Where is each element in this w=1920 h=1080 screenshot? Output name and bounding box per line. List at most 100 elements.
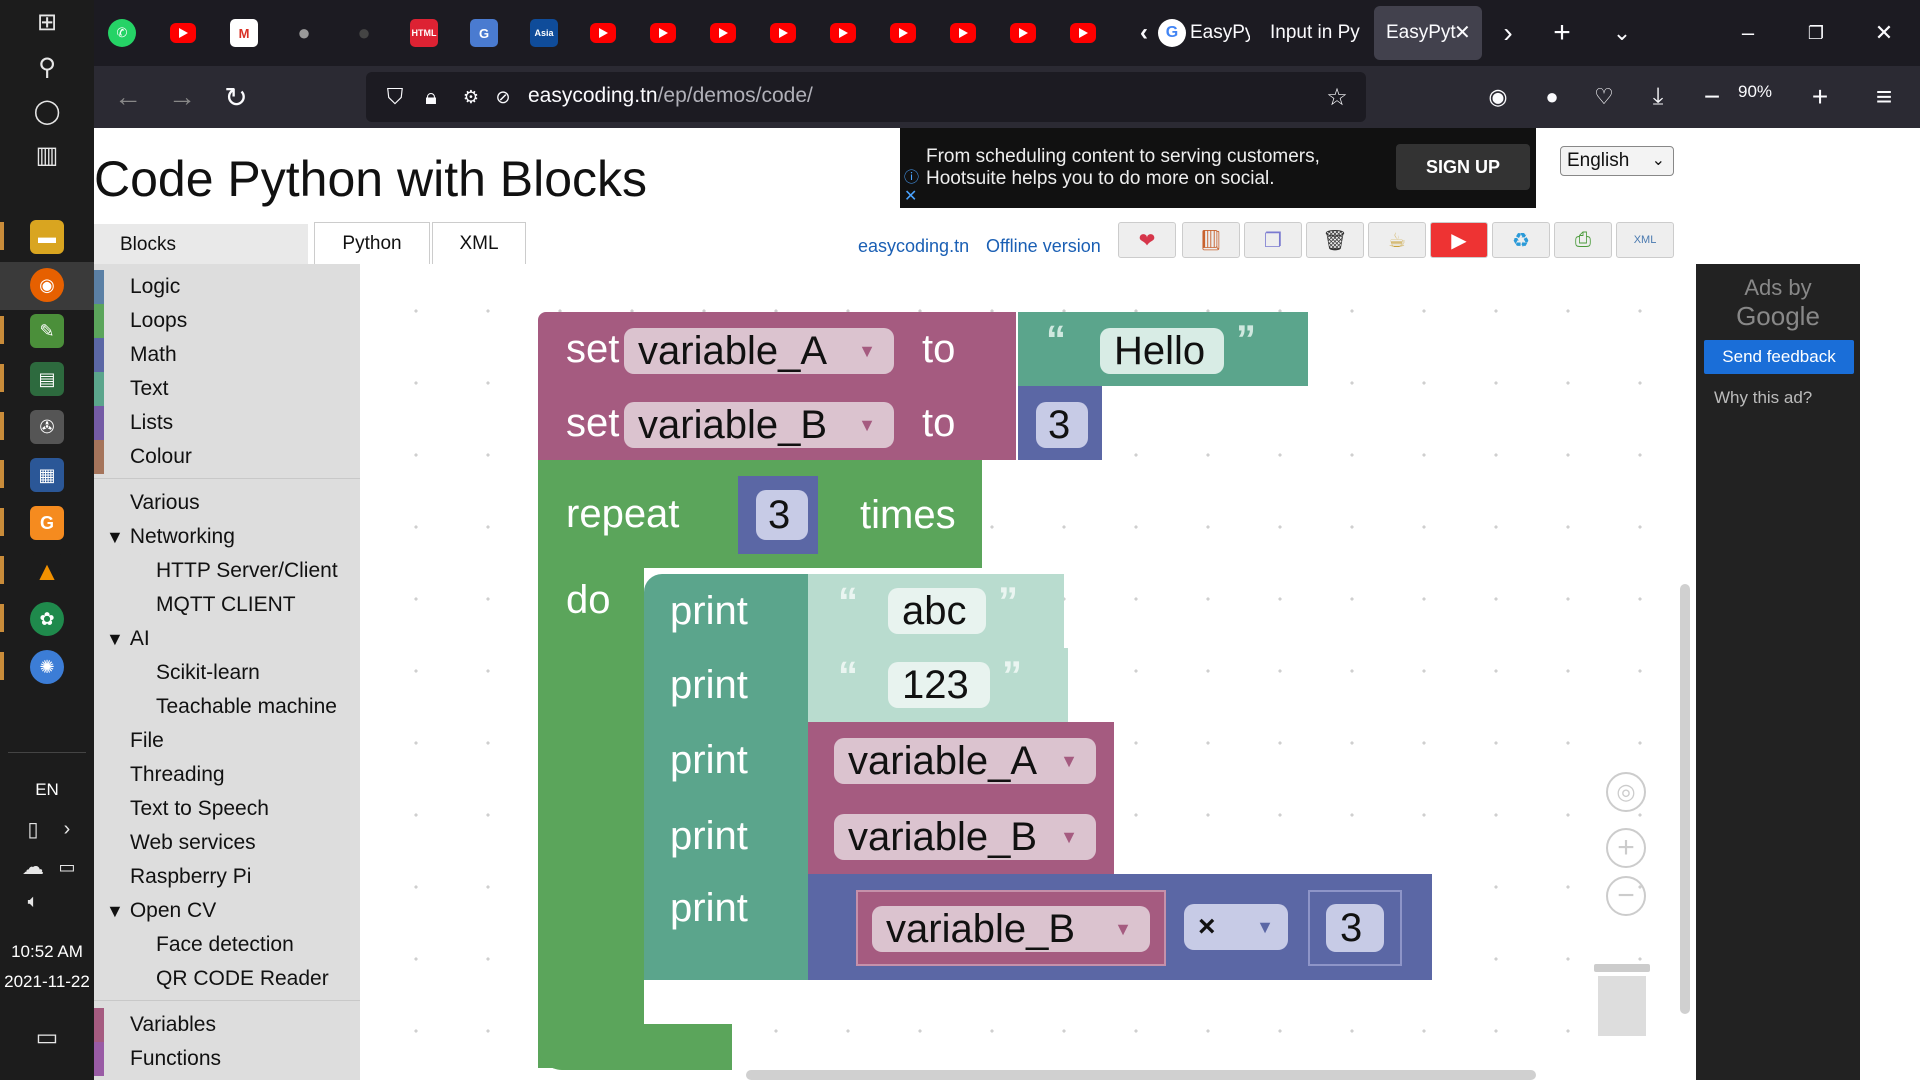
book-icon[interactable]: 📕︎ [1182, 222, 1240, 258]
permissions-icon[interactable]: ⚙ [462, 86, 480, 107]
youtube-tab-icon[interactable] [1010, 23, 1036, 43]
copy-icon[interactable]: ❐ [1244, 222, 1302, 258]
zoom-in-icon[interactable]: + [1606, 828, 1646, 868]
repeat-count-field[interactable]: 3 [756, 490, 808, 540]
variable-b-dropdown[interactable]: variable_B▼ [872, 906, 1150, 952]
menu-icon[interactable]: ≡ [1875, 81, 1893, 112]
new-tab-icon[interactable]: + [1553, 16, 1571, 49]
category-qr-code-reader[interactable]: QR CODE Reader [94, 962, 360, 996]
category-file[interactable]: File [94, 724, 360, 758]
category-scikit-learn[interactable]: Scikit-learn [94, 656, 360, 690]
restore-icon[interactable]: ❐ [1807, 22, 1825, 43]
terminal-icon[interactable]: ▤ [30, 362, 64, 396]
export-xml-icon[interactable]: XML [1616, 222, 1674, 258]
text-field[interactable]: abc [888, 588, 986, 634]
variable-b-dropdown[interactable]: variable_B▼ [834, 814, 1096, 860]
print-block[interactable]: print [644, 874, 808, 980]
print-block[interactable]: print [644, 722, 808, 798]
category-mqtt[interactable]: MQTT CLIENT [94, 588, 360, 622]
ad-banner[interactable]: From scheduling content to serving custo… [900, 128, 1536, 208]
category-variables[interactable]: Variables [94, 1008, 360, 1042]
run-icon[interactable]: ▶ [1430, 222, 1488, 258]
category-ai[interactable]: ▼AI [94, 622, 360, 656]
tab-xml[interactable]: XML [432, 222, 526, 264]
youtube-tab-icon[interactable] [710, 23, 736, 43]
reload-icon[interactable]: ↻ [224, 81, 248, 113]
tab-input-in-py[interactable]: Input in Py [1270, 22, 1360, 43]
language-select[interactable]: English ⌄ [1560, 146, 1674, 176]
lock-icon[interactable]: 🔒︎ [425, 84, 437, 109]
url-text[interactable]: easycoding.tn/ep/demos/code/ [528, 84, 813, 108]
globe-icon[interactable]: ✿ [30, 602, 64, 636]
youtube-tab-icon[interactable] [650, 23, 676, 43]
github-tab-icon[interactable]: ● [357, 20, 371, 45]
zoom-level[interactable]: 90% [1738, 82, 1773, 101]
category-loops[interactable]: Loops [94, 304, 360, 338]
zoom-in-icon[interactable]: + [1811, 81, 1829, 112]
category-text[interactable]: Text [94, 372, 360, 406]
extension-icon[interactable]: ◉ [1488, 84, 1508, 109]
apple-tab-icon[interactable]: ● [297, 20, 311, 45]
notepad-plus-icon[interactable]: ✎ [30, 314, 64, 348]
gmail-tab-icon[interactable]: M [230, 19, 258, 47]
cortana-icon[interactable]: ◯ [33, 97, 61, 125]
back-icon[interactable]: ← [114, 81, 142, 112]
variable-a-dropdown[interactable]: variable_A▼ [624, 328, 894, 374]
category-web-services[interactable]: Web services [94, 826, 360, 860]
google-tab-icon[interactable]: G [1158, 19, 1186, 47]
youtube-tab-icon[interactable] [1070, 23, 1096, 43]
youtube-tab-icon[interactable] [890, 23, 916, 43]
offline-version-link[interactable]: Offline version [986, 236, 1101, 256]
tabs-scroll-left-icon[interactable]: ‹ [1140, 19, 1148, 46]
tabs-scroll-right-icon[interactable]: › [1503, 17, 1513, 48]
app-orange-icon[interactable]: G [30, 506, 64, 540]
category-logic[interactable]: Logic [94, 270, 360, 304]
text-field[interactable]: Hello [1100, 328, 1224, 374]
blockly-workspace[interactable]: set variable_A▼ to “ Hello ” set variabl… [360, 264, 1696, 1080]
extension-icon[interactable]: ● [1545, 84, 1559, 109]
whatsapp-tab-icon[interactable]: ✆ [108, 19, 136, 47]
firefox-icon[interactable]: ◉ [30, 268, 64, 302]
heart-icon[interactable]: ❤ [1118, 222, 1176, 258]
category-math[interactable]: Math [94, 338, 360, 372]
notification-icon[interactable]: ▭ [35, 1023, 59, 1051]
category-various[interactable]: Various [94, 486, 360, 520]
number-field[interactable]: 3 [1326, 904, 1384, 952]
youtube-tab-icon[interactable] [950, 23, 976, 43]
word-icon[interactable]: ▦ [30, 458, 64, 492]
variable-b-dropdown[interactable]: variable_B▼ [624, 402, 894, 448]
zoom-out-icon[interactable]: − [1703, 81, 1721, 112]
trash-icon[interactable] [1594, 964, 1650, 1036]
youtube-tab-icon[interactable] [590, 23, 616, 43]
shield-icon[interactable]: ⛉ [386, 84, 404, 109]
category-open-cv[interactable]: ▼Open CV [94, 894, 360, 928]
category-teachable-machine[interactable]: Teachable machine [94, 690, 360, 724]
windows-start-icon[interactable]: ⊞ [36, 8, 58, 36]
cloud-icon[interactable]: ☁ [22, 854, 44, 879]
language-indicator[interactable]: EN [35, 780, 59, 799]
youtube-tab-icon[interactable] [770, 23, 796, 43]
nikkei-tab-icon[interactable]: Asia [530, 19, 558, 47]
tab-python[interactable]: Python [314, 222, 430, 264]
category-functions[interactable]: Functions [94, 1042, 360, 1076]
bookmark-star-icon[interactable]: ☆ [1326, 83, 1348, 111]
close-window-icon[interactable]: ✕ [1874, 20, 1894, 45]
downloads-icon[interactable]: ⤓ [1652, 83, 1664, 110]
network-icon[interactable]: ▭ [58, 856, 76, 877]
translate-tab-icon[interactable]: G [470, 19, 498, 47]
paint-icon[interactable]: ✺ [30, 650, 64, 684]
forward-icon[interactable]: → [168, 81, 196, 112]
task-view-icon[interactable]: ▥ [35, 141, 59, 169]
variable-a-dropdown[interactable]: variable_A▼ [834, 738, 1096, 784]
category-text-to-speech[interactable]: Text to Speech [94, 792, 360, 826]
close-tab-icon[interactable]: ✕ [1454, 22, 1471, 44]
html-tab-icon[interactable]: HTML [410, 19, 438, 47]
delete-icon[interactable]: 🗑︎ [1306, 222, 1364, 258]
save-icon[interactable]: ⎙ [1554, 222, 1612, 258]
tracking-icon[interactable]: ⊘ [495, 86, 511, 107]
clock-time[interactable]: 10:52 AM [11, 942, 83, 961]
clock-date[interactable]: 2021-11-22 [4, 972, 90, 991]
reset-icon[interactable]: ♻ [1492, 222, 1550, 258]
category-networking[interactable]: ▼Networking [94, 520, 360, 554]
site-link[interactable]: easycoding.tn [858, 236, 970, 256]
